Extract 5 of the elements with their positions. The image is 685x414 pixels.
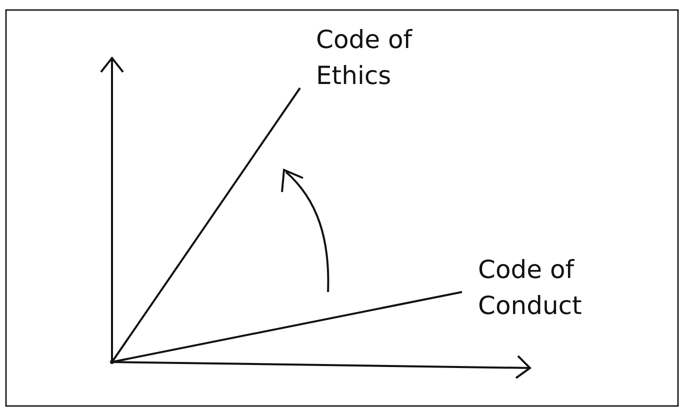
axis-label: Code of Ethics [316, 24, 414, 92]
origin-point [110, 360, 114, 364]
line [112, 291, 462, 363]
line [111, 87, 301, 363]
axis-label: Code of Conduct [478, 254, 583, 322]
